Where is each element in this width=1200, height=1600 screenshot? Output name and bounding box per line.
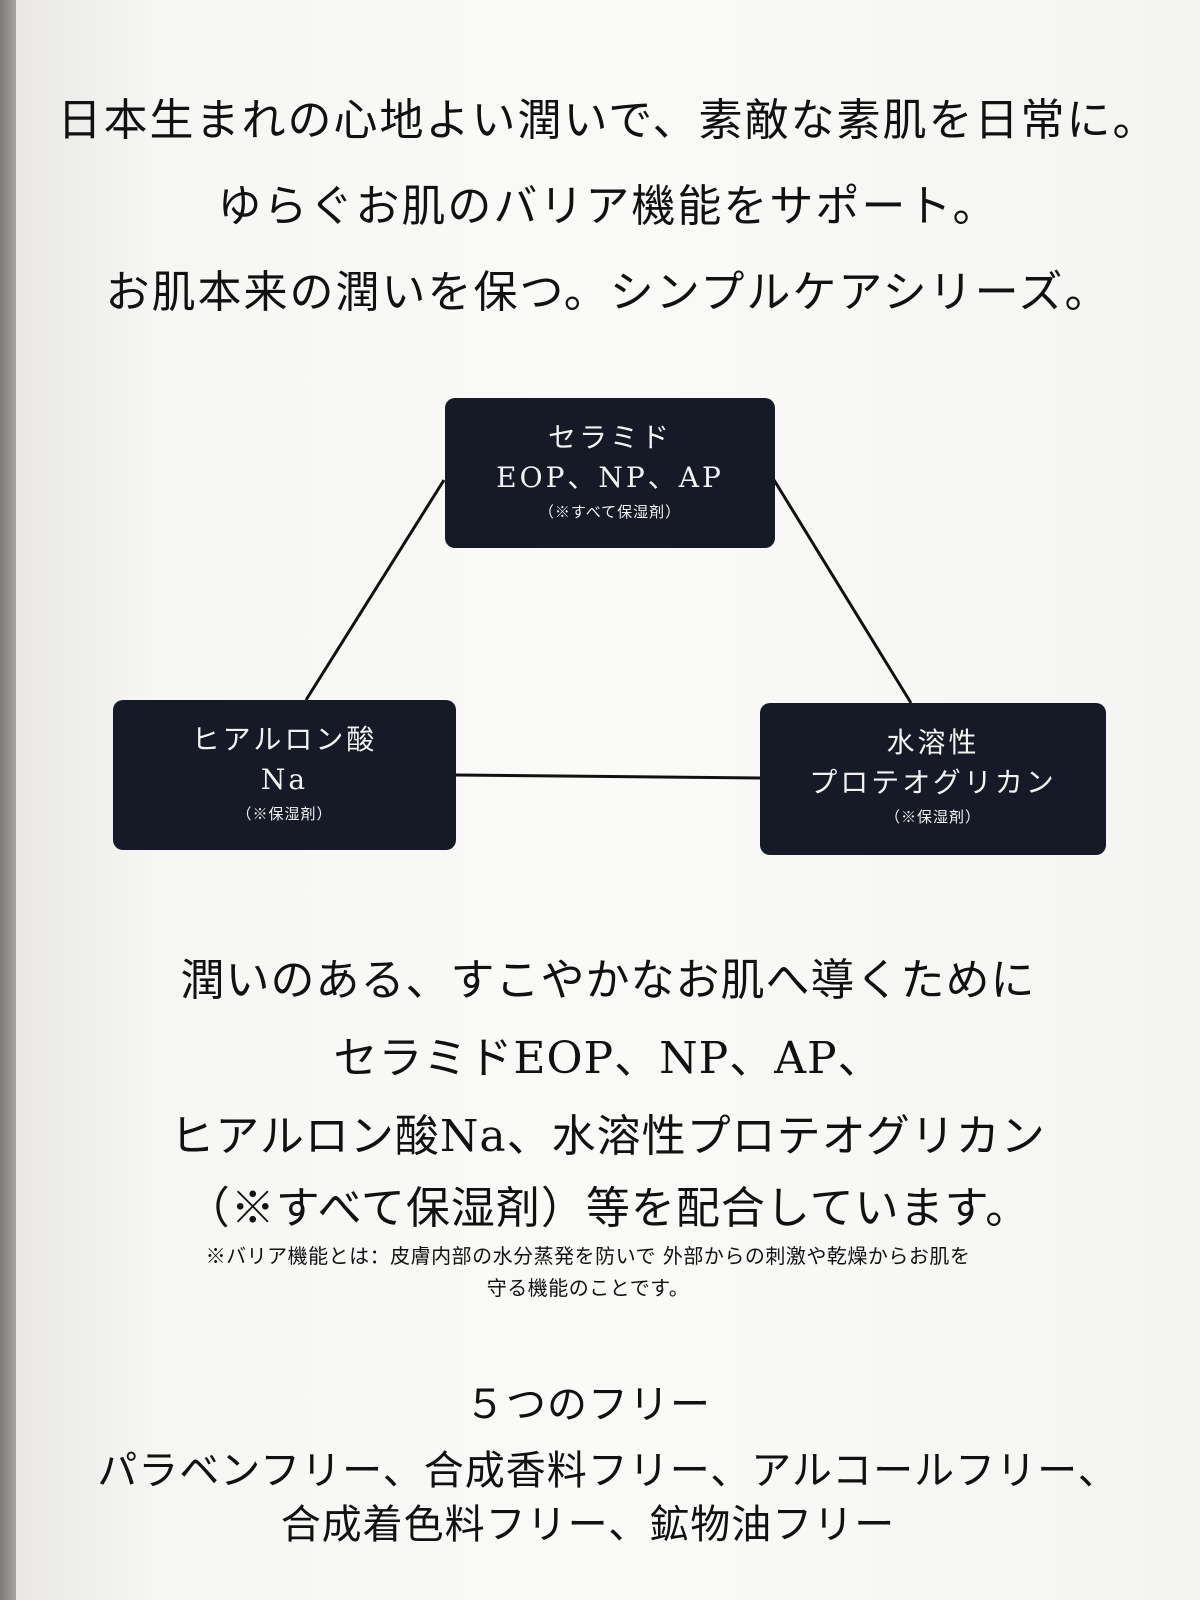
hyaluronic-box: ヒアルロン酸 Na （※保湿剤） [113, 700, 456, 850]
hyaluronic-title: ヒアルロン酸 [191, 723, 378, 756]
proteoglycan-box: 水溶性 プロテオグリカン （※保湿剤） [760, 703, 1106, 855]
ceramide-types: EOP、NP、AP [496, 461, 724, 494]
proteoglycan-name: プロテオグリカン [809, 766, 1057, 799]
free-line-2: 合成着色料フリー、鉱物油フリー [280, 1502, 896, 1548]
diagram-connectors [304, 479, 913, 780]
product-leaflet: 日本生まれの心地よい潤いで、素敵な素肌を日常に。 ゆらぐお肌のバリア機能をサポー… [16, 0, 1200, 1600]
body-line-1: 潤いのある、すこやかなお肌へ導くために [180, 955, 1036, 1006]
free-line-1: パラベンフリー、合成香料フリー、アルコールフリー、 [97, 1448, 1119, 1494]
ceramide-note: （※すべて保湿剤） [538, 503, 682, 521]
ceramide-box: セラミド EOP、NP、AP （※すべて保湿剤） [445, 398, 775, 548]
background-edge [0, 0, 16, 1600]
intro-line-1: 日本生まれの心地よい潤いで、素敵な素肌を日常に。 [57, 95, 1159, 146]
ceramide-title: セラミド [547, 421, 672, 454]
body-line-4: （※すべて保湿剤）等を配合しています。 [185, 1183, 1031, 1234]
body-line-3: ヒアルロン酸Na、水溶性プロテオグリカン [170, 1111, 1046, 1162]
proteoglycan-note: （※保湿剤） [884, 808, 981, 826]
intro-line-2: ゆらぐお肌のバリア機能をサポート。 [217, 181, 999, 232]
note-line-2: 守る機能のことです。 [486, 1276, 690, 1300]
proteoglycan-title: 水溶性 [886, 726, 980, 759]
connector-top-left [304, 479, 446, 701]
hyaluronic-note: （※保湿剤） [236, 805, 333, 823]
connector-left-right [455, 773, 761, 780]
ingredient-diagram: セラミド EOP、NP、AP （※すべて保湿剤） ヒアルロン酸 Na （※保湿剤… [16, 0, 1200, 1600]
hyaluronic-suffix: Na [260, 763, 309, 796]
free-title: ５つのフリー [465, 1382, 711, 1428]
body-line-2: セラミドEOP、NP、AP、 [333, 1033, 883, 1084]
connector-top-right [772, 479, 913, 704]
note-line-1: ※バリア機能とは：皮膚内部の水分蒸発を防いで 外部からの刺激や乾燥からお肌を [205, 1244, 971, 1268]
intro-line-3: お肌本来の潤いを保つ。シンプルケアシリーズ。 [105, 267, 1111, 318]
